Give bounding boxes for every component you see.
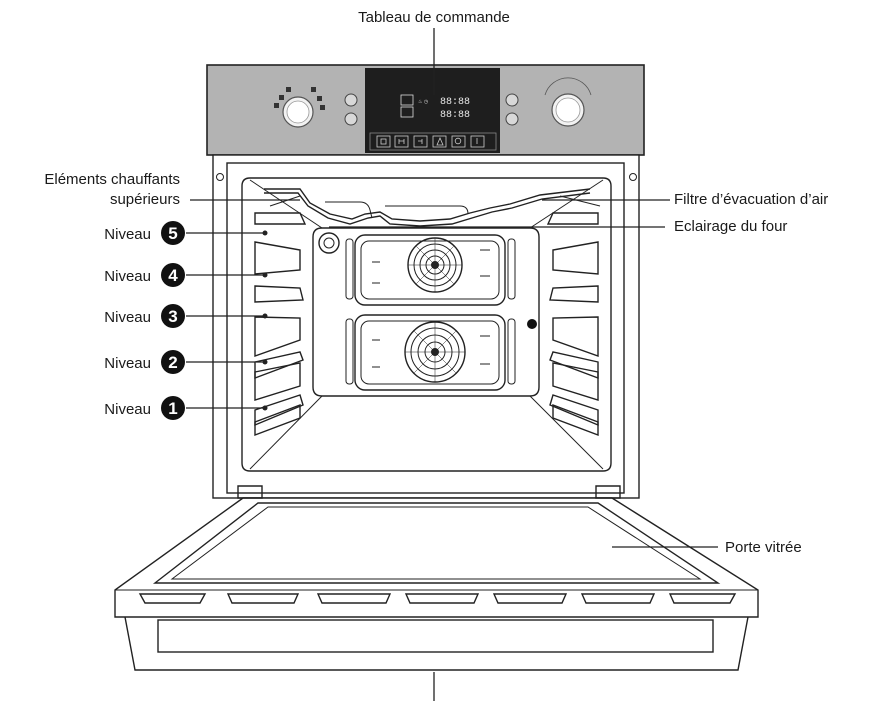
level-number: 4: [168, 266, 178, 285]
temperature-knob[interactable]: [544, 77, 592, 127]
oven-light: [318, 232, 340, 254]
level-number: 1: [168, 399, 177, 418]
level-5: Niveau 5: [104, 221, 185, 245]
digital-display: ♨ ◷ 88:88 88:88: [365, 68, 500, 153]
left-shelf-rails: [254, 212, 307, 437]
display-bottom-digits: 88:88: [440, 110, 470, 121]
level-word: Niveau: [104, 226, 151, 243]
level-badge: [161, 396, 185, 420]
level-word: Niveau: [104, 355, 151, 372]
level-4: Niveau 4: [104, 263, 185, 287]
label-air-filter: Filtre d’évacuation d’air: [674, 191, 828, 208]
callout-lines: [186, 28, 718, 701]
level-number: 5: [168, 224, 177, 243]
display-top-digits: 88:88: [440, 97, 470, 108]
glass-door[interactable]: [114, 485, 759, 671]
rear-sensor: [527, 319, 537, 329]
level-badge: [161, 221, 185, 245]
left-bottom-button[interactable]: [344, 112, 358, 126]
right-shelf-rails: [546, 212, 599, 437]
level-2: Niveau 2: [104, 350, 185, 374]
right-top-button[interactable]: [505, 93, 519, 107]
level-number: 3: [168, 307, 177, 326]
level-badge: [161, 304, 185, 328]
label-heating-line2: supérieurs: [110, 191, 180, 208]
function-knob[interactable]: [274, 87, 325, 128]
label-glass-door: Porte vitrée: [725, 539, 802, 556]
label-heating-line1: Eléments chauffants: [44, 171, 180, 188]
level-number: 2: [168, 353, 177, 372]
lower-fan-panel: [354, 314, 506, 391]
left-top-button[interactable]: [344, 93, 358, 107]
label-control-panel: Tableau de commande: [358, 9, 510, 26]
label-oven-light: Eclairage du four: [674, 218, 787, 235]
control-panel: ♨ ◷ 88:88 88:88: [206, 64, 645, 156]
level-3: Niveau 3: [104, 304, 185, 328]
level-word: Niveau: [104, 309, 151, 326]
svg-text:♨ ◷: ♨ ◷: [418, 99, 429, 105]
door-vents: [138, 593, 737, 604]
level-word: Niveau: [104, 268, 151, 285]
level-badge: [161, 350, 185, 374]
level-badge: [161, 263, 185, 287]
door-handle[interactable]: [124, 616, 749, 671]
upper-heating-element: [264, 188, 601, 227]
upper-fan-panel: [354, 234, 506, 306]
right-bottom-button[interactable]: [505, 112, 519, 126]
level-word: Niveau: [104, 401, 151, 418]
touch-buttons: [376, 135, 485, 148]
level-1: Niveau 1: [104, 396, 185, 420]
oven-body: [212, 154, 640, 499]
